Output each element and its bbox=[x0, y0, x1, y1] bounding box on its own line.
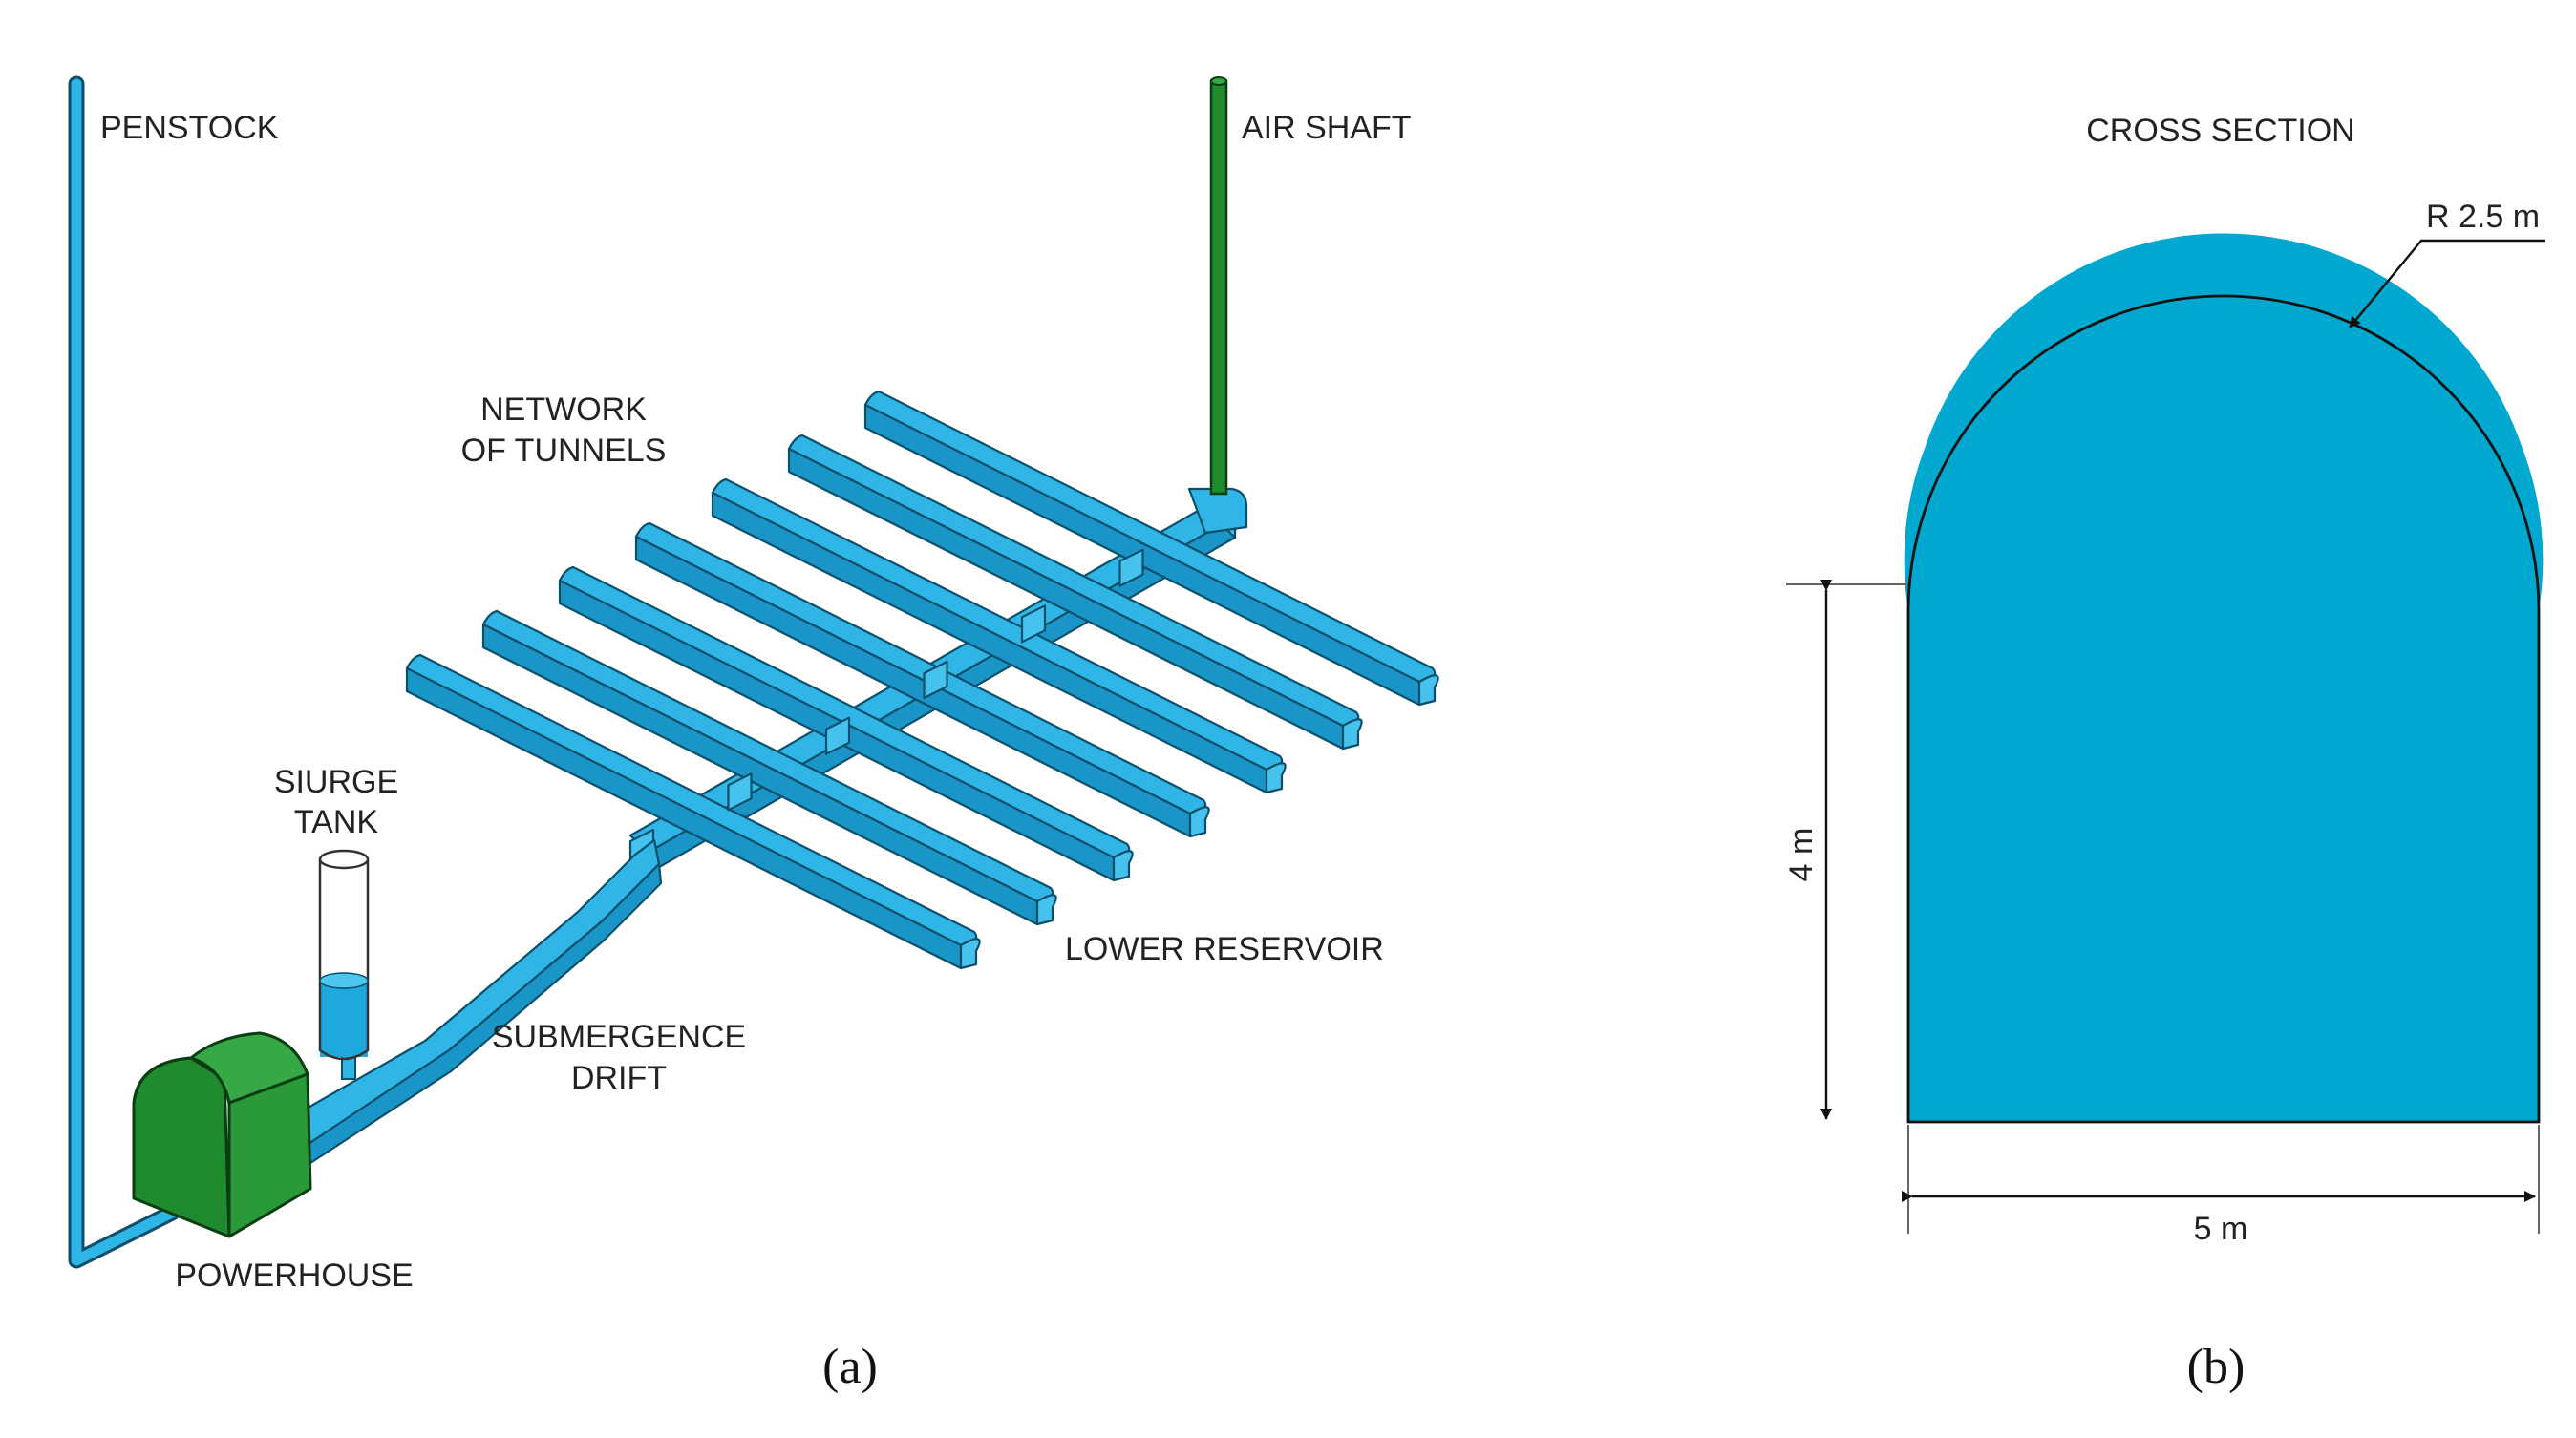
powerhouse bbox=[132, 1031, 312, 1238]
submergence-drift bbox=[289, 838, 663, 1167]
tunnel-junction bbox=[727, 772, 753, 812]
caption-b: (b) bbox=[2187, 1340, 2246, 1394]
label-penstock: PENSTOCK bbox=[100, 110, 279, 146]
surge-tank-water bbox=[320, 979, 368, 1057]
tunnel-end bbox=[1188, 806, 1210, 838]
radius-label: R 2.5 m bbox=[2426, 199, 2540, 235]
label-network-line1: NETWORK bbox=[480, 391, 647, 428]
label-submergence-line1: SUBMERGENCE bbox=[492, 1019, 746, 1055]
tunnel-end bbox=[1035, 894, 1057, 926]
panel-a: PENSTOCK AIR SHAFT NETWORK OF TUNNELS SI… bbox=[68, 75, 1439, 1394]
caption-a: (a) bbox=[822, 1340, 878, 1394]
tunnel-end bbox=[1417, 674, 1439, 707]
tunnel-end bbox=[1265, 762, 1287, 794]
cross-section-water bbox=[1904, 233, 2544, 1122]
tunnel-junction bbox=[923, 660, 948, 700]
label-surge-line1: SIURGE bbox=[274, 764, 398, 800]
tunnel-network bbox=[405, 390, 1439, 970]
tunnel-junction bbox=[1020, 604, 1047, 644]
height-label: 4 m bbox=[1783, 828, 1820, 882]
penstock-pipe bbox=[68, 75, 181, 1269]
label-air-shaft: AIR SHAFT bbox=[1242, 110, 1412, 146]
label-network-line2: OF TUNNELS bbox=[461, 433, 667, 469]
tunnel-junction bbox=[824, 716, 851, 755]
tunnel-end bbox=[959, 938, 981, 970]
cross-section-title: CROSS SECTION bbox=[2086, 113, 2354, 149]
cross-section-outline bbox=[1906, 294, 2541, 1124]
label-submergence-line2: DRIFT bbox=[571, 1060, 667, 1096]
tunnel-end bbox=[1341, 718, 1363, 751]
label-lower-reservoir: LOWER RESERVOIR bbox=[1065, 931, 1384, 967]
label-powerhouse: POWERHOUSE bbox=[175, 1258, 413, 1294]
width-label: 5 m bbox=[2194, 1211, 2248, 1247]
radius-leader bbox=[2349, 239, 2545, 328]
tunnel-junction bbox=[1118, 548, 1144, 587]
surge-tank bbox=[318, 849, 370, 1080]
panel-b: CROSS SECTION R 2.5 m 4 m 5 m (b) bbox=[1783, 113, 2545, 1394]
tunnel-end bbox=[1112, 850, 1134, 882]
air-shaft bbox=[1209, 76, 1228, 496]
air-shaft-junction bbox=[1187, 487, 1248, 535]
label-surge-line2: TANK bbox=[294, 804, 378, 840]
